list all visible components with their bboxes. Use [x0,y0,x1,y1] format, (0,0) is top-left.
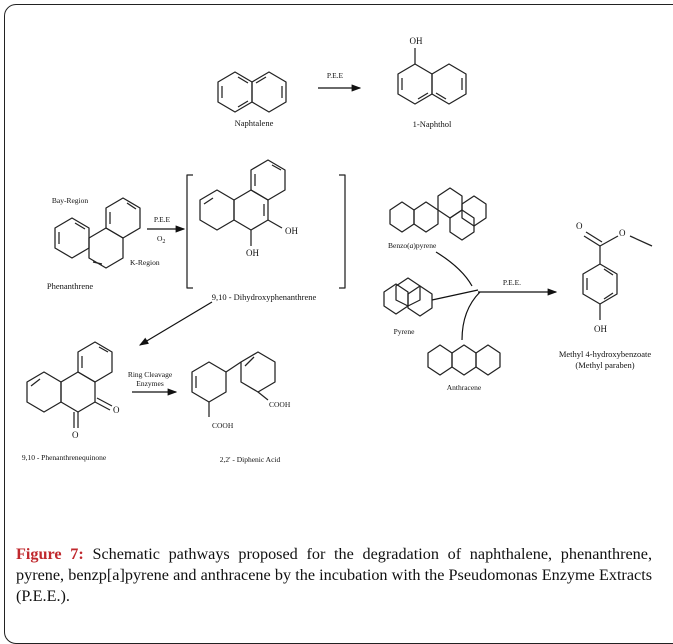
label-k-region: K-Region [130,258,160,267]
label-benzopyrene: Benzo(a)pyrene [388,241,437,250]
methyl-paraben-structure [582,231,653,320]
naphthalene-structure [217,71,287,113]
arrow-from-pyrene [431,289,479,301]
anthracene-structure [427,344,501,376]
label-dihydroxyphenanthrene: 9,10 - Dihydroxyphenanthrene [212,292,317,302]
label-cooh-1: COOH [269,400,291,409]
label-anthracene: Anthracene [447,383,482,392]
diphenic-acid-structure [191,351,276,417]
arrow-from-benzopyrene [435,251,473,287]
label-benzopyrene-a: a [410,241,414,250]
label-diphenic-acid: 2,2' - Diphenic Acid [220,455,281,464]
label-paraben-common: (Methyl paraben) [575,360,634,370]
figure-frame [4,4,673,644]
phenanthrenequinone-structure [26,341,113,428]
label-pee-2: P.E.E [154,215,171,224]
label-oh-2: OH [246,248,259,258]
label-o-2: O [72,430,79,440]
label-o2: O2 [157,234,165,245]
reaction-scheme: Naphtalene P.E.E OH 1-Naphthol Bay-Regio… [22,36,653,464]
label-o2-symbol: O [157,234,163,243]
label-cooh-2: COOH [212,421,234,430]
label-o-1: O [113,405,120,415]
pyrene-structure [383,277,433,317]
label-oh-1: OH [285,226,298,236]
label-o2-subscript: 2 [162,239,165,245]
label-ring-cleavage: Ring Cleavage [128,370,173,379]
label-enzymes: Enzymes [136,379,164,388]
label-naphthol: 1-Naphthol [413,119,452,129]
label-pee-3: P.E.E. [503,278,521,287]
label-pee-1: P.E.E [327,71,344,80]
label-quinone: 9,10 - Phenanthrenequinone [22,453,107,462]
label-bay-region: Bay-Region [52,196,88,205]
benzopyrene-structure [389,187,487,241]
arrow-from-anthracene [461,291,481,341]
label-benzopyrene-suffix: )pyrene [413,241,437,250]
naphthol-structure [397,48,467,105]
caption-label: Figure 7: [16,545,84,563]
label-carbonyl-o: O [576,221,583,231]
label-naphthalene: Naphtalene [235,118,274,128]
label-paraben-name: Methyl 4-hydroxybenzoate [559,349,652,359]
label-oh-paraben: OH [594,324,607,334]
label-ester-o: O [619,228,626,238]
arrow-to-quinone [138,301,213,346]
phenanthrene-structure [54,197,141,269]
dihydroxyphenanthrene-structure [186,159,346,289]
label-benzopyrene-prefix: Benzo( [388,241,410,250]
label-oh-naphthol: OH [410,36,423,46]
label-pyrene: Pyrene [394,327,415,336]
label-phenanthrene: Phenanthrene [47,281,93,291]
caption-text: Schematic pathways proposed for the degr… [16,545,652,605]
figure-caption: Figure 7: Schematic pathways proposed fo… [16,544,652,607]
